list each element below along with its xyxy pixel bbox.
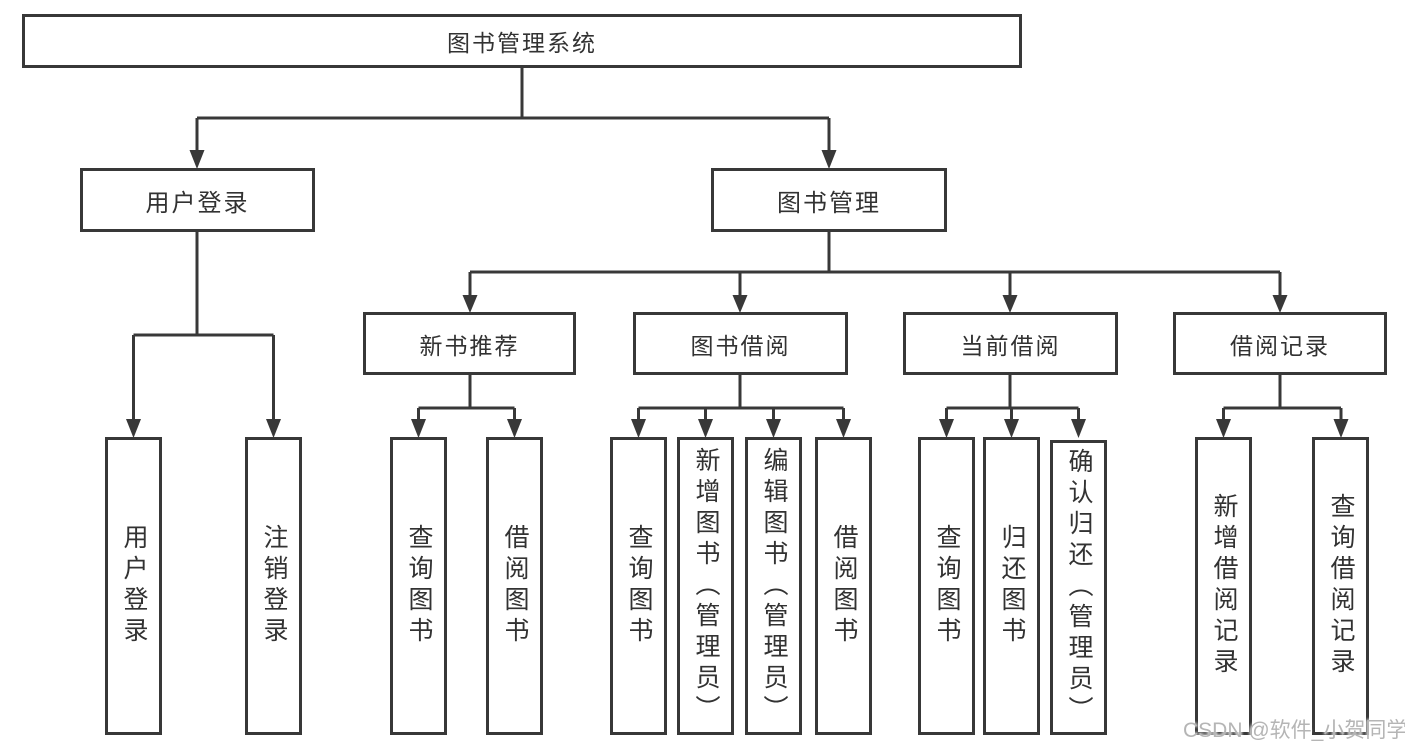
node-new-book-recommend: 新书推荐 xyxy=(363,312,576,375)
node-label: 图书借阅 xyxy=(690,332,791,359)
node-label: 查询图书 xyxy=(625,524,653,648)
node-label: 新增图书（管理员） xyxy=(692,446,720,726)
leaf-query-books-recommend: 查询图书 xyxy=(390,437,447,735)
node-label: 借阅记录 xyxy=(1230,332,1330,359)
leaf-query-borrow-record: 查询借阅记录 xyxy=(1312,437,1369,735)
node-label: 编辑图书（管理员） xyxy=(760,446,788,726)
node-label: 当前借阅 xyxy=(960,332,1061,359)
leaf-add-borrow-record: 新增借阅记录 xyxy=(1195,437,1252,735)
leaf-return-book: 归还图书 xyxy=(983,437,1040,735)
leaf-query-books-borrow: 查询图书 xyxy=(610,437,667,735)
leaf-borrow-books: 借阅图书 xyxy=(815,437,872,735)
node-book-management: 图书管理 xyxy=(711,168,947,232)
leaf-edit-book-admin: 编辑图书（管理员） xyxy=(745,437,802,735)
node-label: 查询图书 xyxy=(933,524,961,648)
node-label: 图书管理系统 xyxy=(447,30,597,56)
node-label: 新书推荐 xyxy=(419,332,520,359)
node-label: 新增借阅记录 xyxy=(1210,493,1238,679)
node-label: 借阅图书 xyxy=(501,524,529,648)
node-borrow-records: 借阅记录 xyxy=(1173,312,1387,375)
leaf-logout: 注销登录 xyxy=(245,437,302,735)
node-library-management-system: 图书管理系统 xyxy=(22,14,1022,68)
node-label: 确认归还（管理员） xyxy=(1065,448,1093,727)
node-user-login: 用户登录 xyxy=(80,168,315,232)
leaf-add-book-admin: 新增图书（管理员） xyxy=(677,437,734,735)
node-current-borrow: 当前借阅 xyxy=(903,312,1118,375)
node-label: 查询图书 xyxy=(405,524,433,648)
csdn-watermark: CSDN @软件_小贺同学 xyxy=(1183,719,1405,742)
node-label: 归还图书 xyxy=(998,524,1026,648)
node-label: 图书管理 xyxy=(777,189,881,217)
node-label: 借阅图书 xyxy=(830,524,858,648)
node-book-borrow: 图书借阅 xyxy=(633,312,848,375)
node-label: 用户登录 xyxy=(145,189,250,217)
leaf-query-books-current: 查询图书 xyxy=(918,437,975,735)
leaf-borrow-books-recommend: 借阅图书 xyxy=(486,437,543,735)
leaf-confirm-return-admin: 确认归还（管理员） xyxy=(1050,440,1107,735)
node-label: 用户登录 xyxy=(120,524,148,648)
leaf-user-login: 用户登录 xyxy=(105,437,162,735)
node-label: 注销登录 xyxy=(260,524,288,648)
node-label: 查询借阅记录 xyxy=(1327,493,1355,679)
